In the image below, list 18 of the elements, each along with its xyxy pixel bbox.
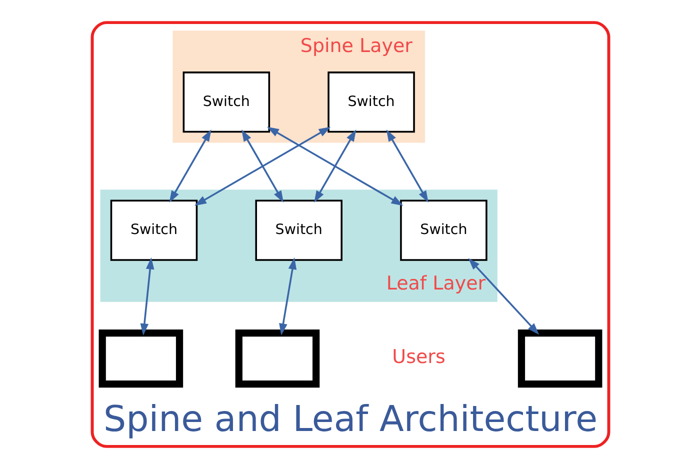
arrow (140, 257, 154, 336)
arrow (194, 126, 330, 206)
arrow (168, 130, 211, 203)
node-monitor (517, 329, 602, 388)
arrow (241, 130, 284, 203)
node-box: Switch (254, 200, 342, 261)
node-box: Switch (327, 72, 414, 133)
node-box: Switch (110, 200, 198, 261)
arrow (266, 126, 403, 206)
arrow (278, 257, 296, 336)
node-monitor (98, 329, 183, 388)
arrow (468, 258, 539, 335)
node-box: Switch (400, 200, 487, 261)
node-monitor (234, 329, 320, 388)
arrow (386, 130, 428, 203)
label: Users (392, 346, 445, 368)
node-box: Switch (182, 72, 270, 133)
arrow (314, 130, 356, 203)
